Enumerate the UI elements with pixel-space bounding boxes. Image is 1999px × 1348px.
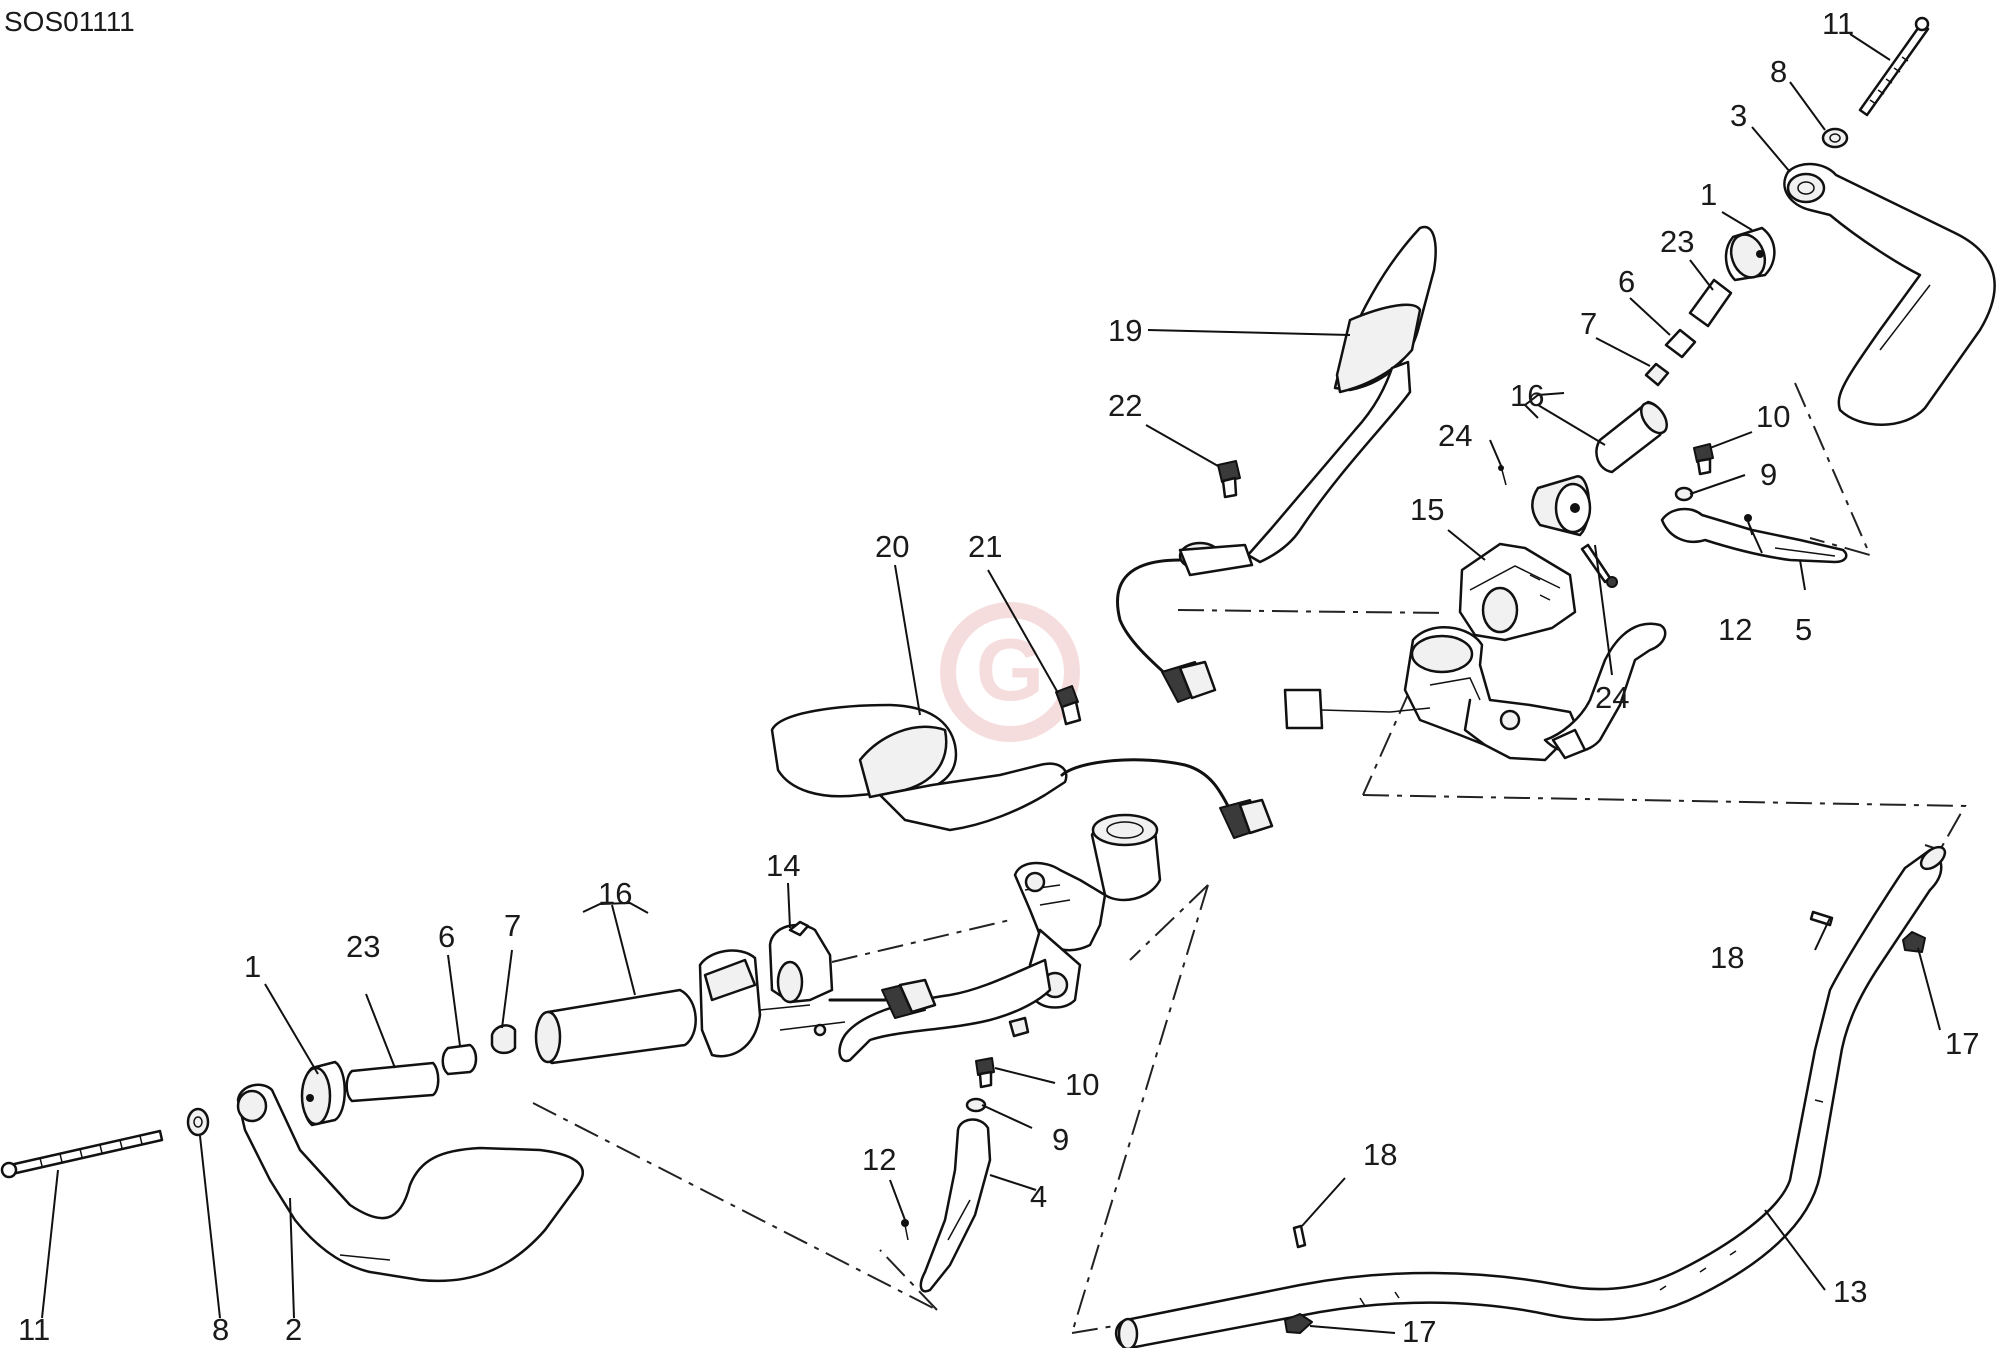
callout-10-bottom: 10: [1065, 1067, 1099, 1102]
callout-17-bottom: 17: [1402, 1314, 1436, 1348]
callout-6-bottom: 6: [438, 919, 455, 954]
callout-23-top: 23: [1660, 224, 1694, 259]
bar-end-weight-1-top: [1724, 226, 1776, 282]
washer-8-bottom: [186, 1107, 210, 1137]
connector-20: [1219, 798, 1274, 839]
assembly-dash-lines: [532, 382, 1967, 1334]
callout-9-top: 9: [1760, 457, 1777, 492]
callout-7-bottom: 7: [504, 908, 521, 943]
leader-lines: [41, 33, 1941, 1334]
cable-guide-17-bottom: [1284, 1313, 1313, 1334]
connector-right-plug: [1283, 688, 1391, 730]
bolt-10-top: [1693, 443, 1714, 476]
switch-assembly-15: [1458, 542, 1577, 642]
cable-guide-17-top: [1902, 931, 1926, 953]
pin-18-bottom: [1292, 1224, 1307, 1249]
spacer-6-top: [1664, 328, 1697, 359]
bolt-11-top: [1858, 16, 1930, 117]
master-cylinder-left: [838, 813, 1162, 1063]
callout-2: 2: [285, 1312, 302, 1347]
callout-15: 15: [1410, 492, 1444, 527]
callout-24-b: 24: [1595, 680, 1629, 715]
callout-8-bottom: 8: [212, 1312, 229, 1347]
mirror-20: [770, 703, 1068, 832]
callout-11-bottom: 11: [18, 1312, 50, 1347]
callout-16-top: 16: [1510, 378, 1544, 413]
callout-1-bottom: 1: [244, 949, 261, 984]
hand-guard-left: [236, 1083, 584, 1283]
callout-22: 22: [1108, 388, 1142, 423]
callout-14: 14: [766, 848, 800, 883]
insert-23-top: [1688, 278, 1733, 328]
screw-12-bottom: [901, 1219, 909, 1241]
connector-left-plug: [779, 978, 937, 1037]
callout-4: 4: [1030, 1179, 1047, 1214]
callout-18-top: 18: [1710, 940, 1744, 975]
nut-7-bottom: [490, 1024, 517, 1055]
callout-19: 19: [1108, 313, 1142, 348]
callout-6-top: 6: [1618, 264, 1635, 299]
callout-24-a: 24: [1438, 418, 1472, 453]
callout-20: 20: [875, 529, 909, 564]
callout-8-top: 8: [1770, 54, 1787, 89]
callout-21: 21: [968, 529, 1002, 564]
pin-18-top: [1809, 910, 1834, 927]
callout-labels: 11 8 3 1 23 6 7 16 24 10 9 15 12 5 24 19…: [18, 6, 1979, 1348]
washer-8-top: [1821, 127, 1849, 149]
callout-12-top: 12: [1718, 612, 1752, 647]
callout-9-bottom: 9: [1052, 1122, 1069, 1157]
washer-9-bottom: [965, 1097, 987, 1113]
callout-12-bottom: 12: [862, 1142, 896, 1177]
screw-24-b: [1580, 543, 1618, 588]
grip-16-bottom: [534, 988, 697, 1065]
drawing-code: SOS01111: [4, 6, 135, 37]
insert-23-bottom: [345, 1061, 440, 1103]
handlebar-13: [1115, 845, 1947, 1348]
callout-17-top: 17: [1945, 1026, 1979, 1061]
callout-11-top: 11: [1822, 6, 1854, 41]
mirror-19-cable: [1116, 558, 1182, 680]
bolt-21: [1055, 685, 1082, 726]
bolt-11-bottom: [0, 1129, 164, 1179]
lever-4: [919, 1118, 992, 1293]
callout-5: 5: [1795, 612, 1812, 647]
callout-18-bottom: 18: [1363, 1137, 1397, 1172]
switch-housing-14: [698, 920, 834, 1058]
throttle-housing-right: [1531, 475, 1592, 537]
callout-16-bottom: 16: [598, 876, 632, 911]
callout-7-top: 7: [1580, 306, 1597, 341]
callout-23-bottom: 23: [346, 929, 380, 964]
connector-19: [1161, 660, 1217, 703]
watermark-letter: G: [976, 620, 1044, 719]
callout-10-top: 10: [1756, 399, 1790, 434]
mirror-20-cable: [1060, 758, 1232, 812]
grip-16-top: [1595, 400, 1668, 474]
control-assembly-right: [1389, 622, 1667, 762]
callout-13: 13: [1833, 1274, 1867, 1309]
bolt-22: [1217, 460, 1241, 499]
spacer-6-bottom: [441, 1043, 478, 1076]
mirror-19: [1178, 225, 1437, 577]
bolt-10-bottom: [975, 1057, 995, 1089]
nut-7-top: [1644, 362, 1670, 387]
bar-end-weight-1-bottom: [300, 1060, 346, 1127]
callout-1-top: 1: [1700, 177, 1717, 212]
watermark-logo: G: [940, 602, 1080, 742]
hand-guard-right: [1783, 162, 1996, 426]
callout-3: 3: [1730, 98, 1747, 133]
washer-9-top: [1674, 486, 1694, 502]
